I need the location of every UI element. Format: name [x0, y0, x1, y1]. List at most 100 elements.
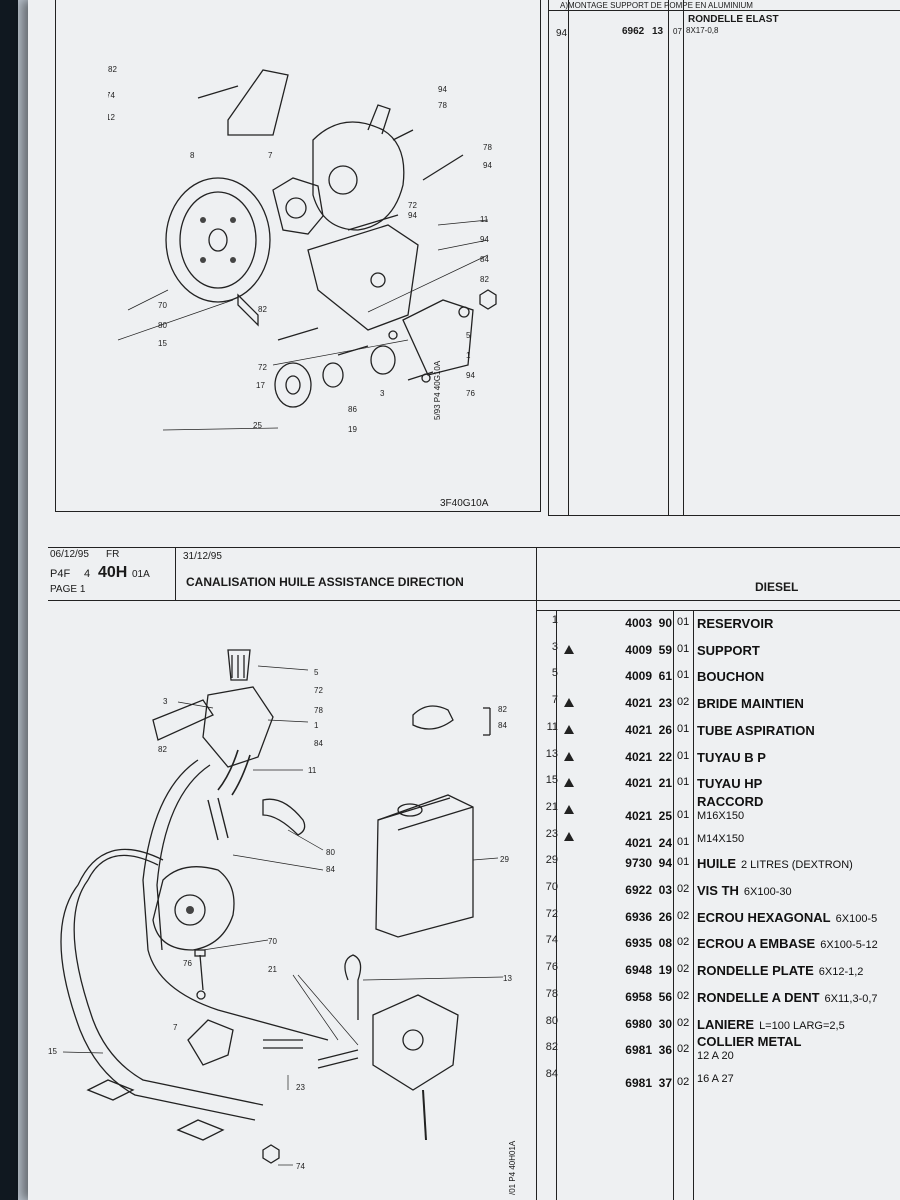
row-position: 80	[545, 1014, 558, 1027]
divider	[536, 547, 537, 1200]
callout: 80	[158, 321, 167, 330]
callout: 86	[348, 405, 357, 414]
modified-triangle-icon	[564, 644, 574, 654]
callout: 17	[256, 381, 265, 390]
row-position: 76	[545, 961, 558, 974]
row-designation: LANIERE	[697, 1016, 755, 1032]
row-spec: 6X12-1,2	[818, 966, 864, 979]
row-ref-a: 4021	[625, 722, 652, 737]
divider	[668, 0, 669, 515]
row-spec: M16X150	[697, 809, 745, 822]
row-ref-b: 24	[658, 835, 672, 850]
callout: 25	[253, 421, 262, 430]
callout: 82	[158, 745, 167, 754]
callout: 3	[380, 389, 385, 398]
row-quantity: 01	[677, 776, 690, 789]
callout: 76	[466, 389, 475, 398]
callout: 11	[480, 215, 489, 224]
divider	[175, 547, 176, 600]
row-ref-a: 4021	[625, 749, 652, 764]
callout: 7	[173, 1023, 178, 1032]
row-position: 74	[545, 934, 558, 947]
modified-triangle-icon	[564, 804, 574, 814]
row-quantity: 01	[677, 722, 690, 735]
row-ref-b: 90	[658, 616, 672, 630]
callout: 78	[314, 706, 323, 715]
row-designation: TUYAU HP	[697, 776, 763, 792]
row-designation: RACCORD	[697, 793, 764, 809]
row-designation: BRIDE MAINTIEN	[697, 696, 804, 712]
row-ref-a: 4021	[625, 835, 652, 850]
row-ref-a: 6935	[625, 936, 652, 951]
callout: 7	[268, 151, 273, 160]
row-ref-a: 6981	[625, 1075, 652, 1090]
row-ref-a: 4009	[625, 642, 652, 657]
row-ref-b: 56	[658, 989, 672, 1004]
divider	[548, 515, 900, 516]
row-ref-a: 6981	[625, 1043, 652, 1058]
row-position: 29	[545, 854, 558, 867]
catalog-sheet: A)MONTAGE SUPPORT DE POMPE EN ALUMINIUM …	[28, 0, 900, 1200]
row-quantity: 01	[677, 856, 690, 869]
row-quantity: 02	[677, 1043, 690, 1056]
header-code-big: 40H	[98, 564, 128, 581]
row-ref-a: 4021	[625, 808, 652, 823]
callout: 82	[258, 305, 267, 314]
row-ref-b: 94	[658, 856, 672, 871]
modified-triangle-icon	[564, 724, 574, 734]
row-ref-b: 19	[658, 963, 672, 978]
row-position: 84	[545, 1067, 558, 1080]
callout: 70	[158, 301, 167, 310]
row-quantity: 01	[677, 749, 690, 762]
row-ref-a: 6948	[625, 963, 652, 978]
row-spec: 6X100-5	[835, 912, 878, 925]
divider	[548, 10, 900, 11]
row-ref-b: 30	[658, 1016, 672, 1031]
top-table-title: A)MONTAGE SUPPORT DE POMPE EN ALUMINIUM	[560, 1, 753, 10]
modified-triangle-icon	[564, 778, 574, 788]
callout: 80	[326, 848, 335, 857]
row-quantity: 01	[677, 616, 690, 628]
divider	[48, 600, 900, 601]
row-designation-cell: BRIDE MAINTIEN	[697, 696, 804, 711]
row-ref-b: 21	[658, 776, 672, 791]
top-row-pos: 94	[556, 28, 568, 39]
top-row-ref-a: 6962	[622, 26, 645, 37]
row-quantity: 02	[677, 1075, 690, 1088]
row-position: 13	[545, 747, 558, 760]
row-designation: ECROU A EMBASE	[697, 936, 816, 952]
row-ref-b: 61	[658, 669, 672, 684]
row-spec: 6X100-30	[743, 886, 792, 898]
pump-exploded-diagram: 82 74 12 94 78 78 94 7 8 72 94 11 94 84 …	[108, 65, 497, 434]
callout: 1	[466, 351, 471, 360]
row-ref-b: 22	[658, 749, 672, 764]
row-position: 21	[545, 800, 558, 813]
row-designation: TUBE ASPIRATION	[697, 722, 815, 738]
row-designation-cell: M14X150	[697, 830, 744, 845]
callout: 74	[108, 91, 115, 100]
bottom-side-code: /01 P4 40H01A	[508, 1140, 517, 1195]
row-ref-a: 4009	[625, 669, 652, 684]
row-quantity: 01	[677, 808, 690, 821]
row-position: 7	[551, 694, 558, 707]
row-designation-cell: RESERVOIR	[697, 616, 773, 631]
row-quantity: 01	[677, 642, 690, 655]
row-quantity: 01	[677, 669, 690, 682]
row-position: 5	[551, 667, 558, 680]
